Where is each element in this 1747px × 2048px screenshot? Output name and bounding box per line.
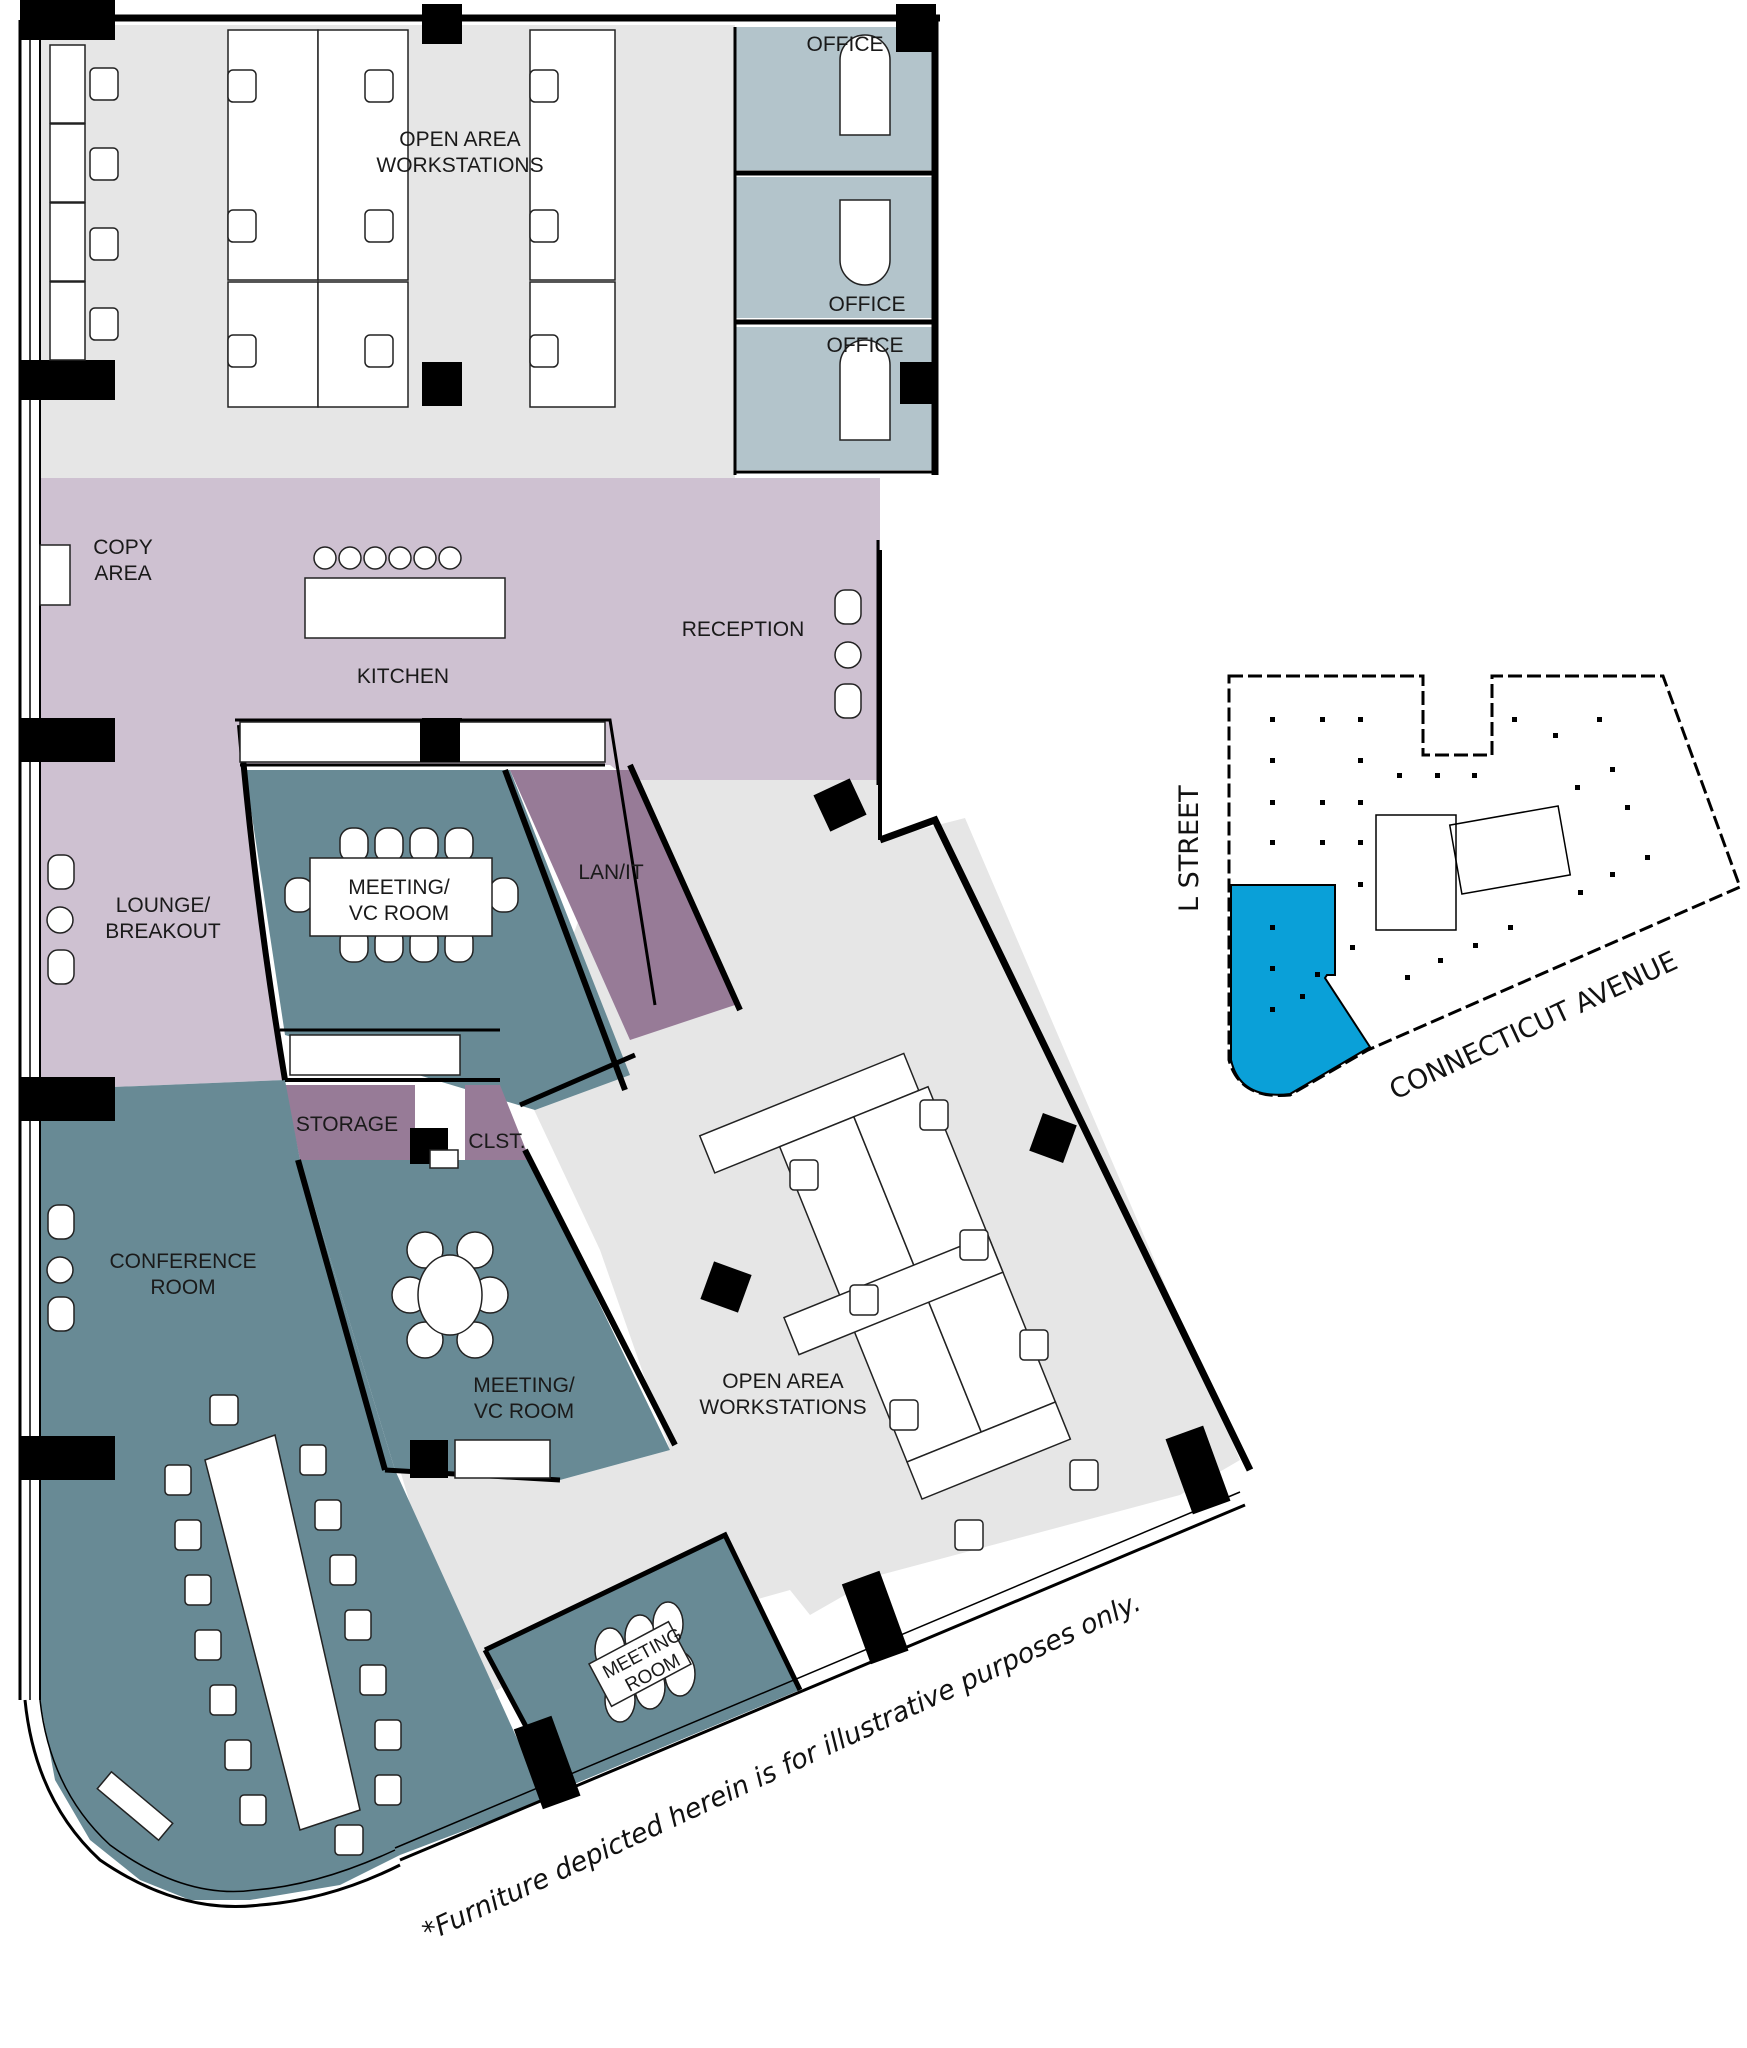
label-meeting-vc-1-2: VC ROOM — [349, 902, 449, 925]
label-reception: RECEPTION — [682, 618, 805, 641]
structural-columns — [20, 0, 1231, 1810]
label-copy-area: COPY — [93, 536, 153, 559]
label-open-area-south: OPEN AREA — [722, 1370, 843, 1393]
label-lounge: LOUNGE/ — [116, 894, 211, 917]
label-storage: STORAGE — [296, 1113, 398, 1136]
walls — [18, 14, 1254, 1909]
label-closet: CLST. — [468, 1130, 525, 1153]
lan-it-fill — [510, 770, 735, 1040]
label-meeting-vc-2-2: VC ROOM — [474, 1400, 574, 1423]
label-office-1: OFFICE — [807, 33, 884, 56]
label-meeting-vc-1: MEETING/ — [348, 876, 450, 899]
label-meeting-vc-2: MEETING/ — [473, 1374, 575, 1397]
label-conference-2: ROOM — [150, 1276, 215, 1299]
street-label-west: L STREET — [1174, 785, 1205, 912]
key-plan-highlight — [1230, 884, 1372, 1096]
furniture — [39, 29, 1099, 1856]
label-conference: CONFERENCE — [109, 1250, 256, 1273]
label-lan-it: LAN/IT — [578, 861, 644, 884]
meeting-vc-2-fill — [300, 1160, 670, 1480]
label-open-area-north: OPEN AREA — [399, 128, 520, 151]
shared-zone-fill — [40, 478, 880, 1090]
conference-room-fill — [40, 1080, 545, 1900]
storage-fill — [285, 1085, 415, 1160]
label-open-area-north-2: WORKSTATIONS — [376, 154, 543, 177]
label-office-2: OFFICE — [829, 293, 906, 316]
key-plan: L STREET CONNECTICUT AVENUE — [1174, 674, 1742, 1106]
label-kitchen: KITCHEN — [357, 665, 449, 688]
label-open-area-south-2: WORKSTATIONS — [699, 1396, 866, 1419]
label-lounge-2: BREAKOUT — [105, 920, 221, 943]
label-copy-area-2: AREA — [94, 562, 151, 585]
key-plan-outline — [1227, 674, 1742, 1098]
label-office-3: OFFICE — [827, 334, 904, 357]
closet-fill — [465, 1085, 530, 1160]
